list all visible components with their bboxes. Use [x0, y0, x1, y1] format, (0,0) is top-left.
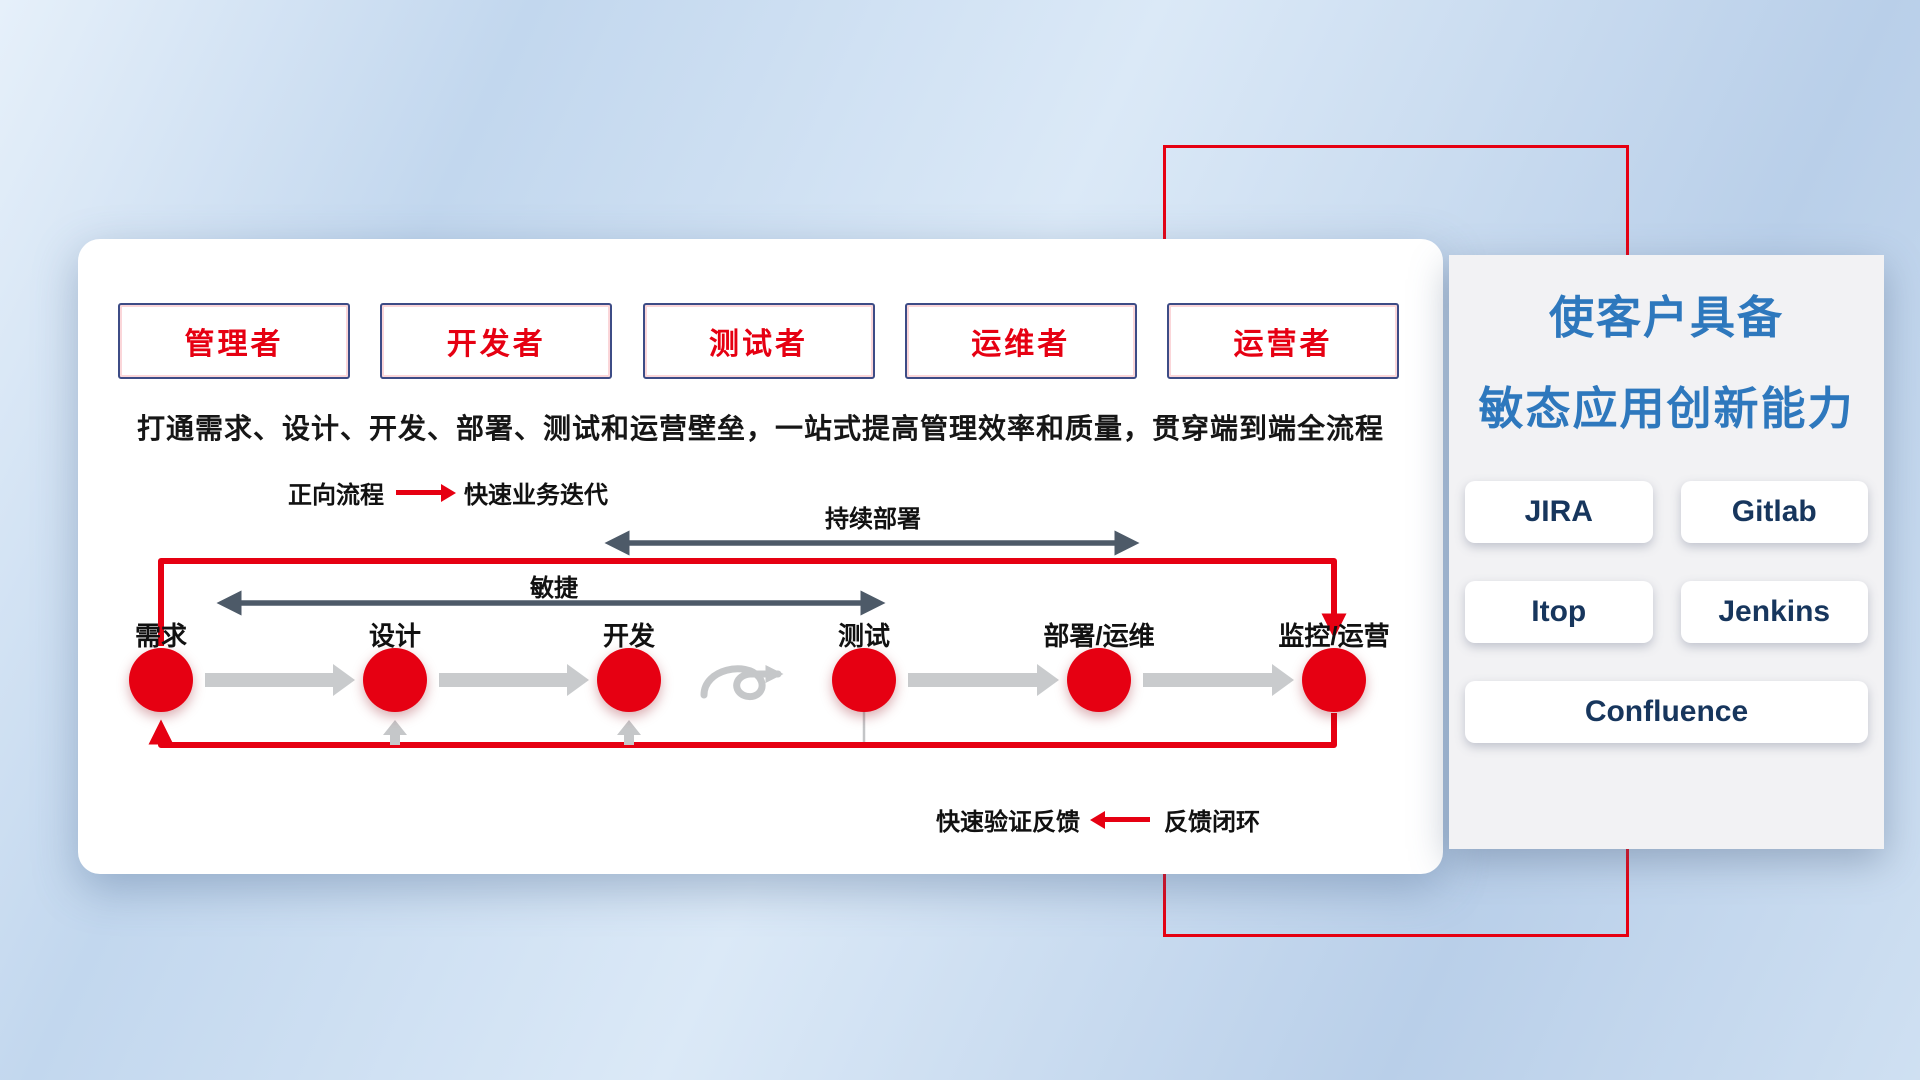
- forward-arrow-icon: [396, 490, 442, 495]
- tool-button-confluence: Confluence: [1465, 681, 1868, 743]
- stage-circle-monitor-op: [1302, 648, 1366, 712]
- stage-circle-design: [363, 648, 427, 712]
- tools-grid: JIRA Gitlab Itop Jenkins Confluence: [1465, 481, 1868, 743]
- legend-feedback-desc: 快速验证反馈: [936, 809, 1080, 836]
- stage-circle-testing: [832, 648, 896, 712]
- panel-title-line1: 使客户具备: [1548, 292, 1784, 343]
- stage-circle-deploy-ops: [1067, 648, 1131, 712]
- forward-arrow-5: [1143, 664, 1294, 696]
- card-subtitle: 打通需求、设计、开发、部署、测试和运营壁垒，一站式提高管理效率和质量，贯穿端到端…: [136, 413, 1384, 444]
- devops-flow-card: 管理者 开发者 测试者 运维者 运营者 打通需求、设计、开发、部署、测试和运营壁…: [78, 239, 1443, 874]
- feedback-up-arrow-design: [383, 720, 407, 745]
- role-box-ops: 运维者: [904, 303, 1137, 379]
- tool-button-gitlab: Gitlab: [1680, 481, 1868, 543]
- stage-label-testing: 测试: [837, 621, 891, 651]
- feedback-up-arrow-development: [617, 720, 641, 745]
- forward-arrow-4: [908, 664, 1059, 696]
- capability-panel: 使客户具备 敏态应用创新能力 JIRA Gitlab Itop Jenkins …: [1449, 255, 1884, 849]
- stage-circle-development: [597, 648, 661, 712]
- tool-button-jenkins: Jenkins: [1680, 581, 1868, 643]
- iteration-loop-icon: [700, 664, 784, 700]
- forward-arrow-2: [439, 664, 589, 696]
- tool-button-jira: JIRA: [1465, 481, 1653, 543]
- flow-diagram: [129, 530, 1366, 748]
- legend-feedback: 快速验证反馈 反馈闭环: [936, 802, 1260, 837]
- tool-button-itop: Itop: [1465, 581, 1653, 643]
- stage-label-requirements: 需求: [134, 621, 188, 651]
- panel-title-line2: 敏态应用创新能力: [1478, 383, 1855, 434]
- stage-label-development: 开发: [602, 621, 656, 651]
- legend-feedback-label: 反馈闭环: [1164, 809, 1260, 836]
- stage-label-design: 设计: [368, 621, 422, 651]
- forward-arrow-1: [205, 664, 355, 696]
- stage-circle-requirements: [129, 648, 193, 712]
- role-box-manager: 管理者: [118, 303, 350, 379]
- agile-label: 敏捷: [530, 575, 578, 602]
- feedback-loop-line: [148, 713, 1337, 748]
- legend-forward-label: 正向流程: [288, 482, 384, 509]
- feedback-arrow-icon: [1104, 817, 1150, 822]
- role-boxes-row: 管理者 开发者 测试者 运维者 运营者: [118, 303, 1399, 379]
- role-box-developer: 开发者: [380, 303, 613, 379]
- legend-forward-desc: 快速业务迭代: [464, 482, 608, 509]
- continuous-deploy-label: 持续部署: [825, 506, 921, 533]
- legend-forward: 正向流程 快速业务迭代: [288, 475, 608, 510]
- stage-label-monitor-op: 监控/运营: [1278, 621, 1390, 651]
- forward-loop-line: [158, 558, 1347, 646]
- role-box-operator: 运营者: [1167, 303, 1399, 379]
- role-box-tester: 测试者: [642, 303, 875, 379]
- stage-label-deploy-ops: 部署/运维: [1043, 621, 1155, 651]
